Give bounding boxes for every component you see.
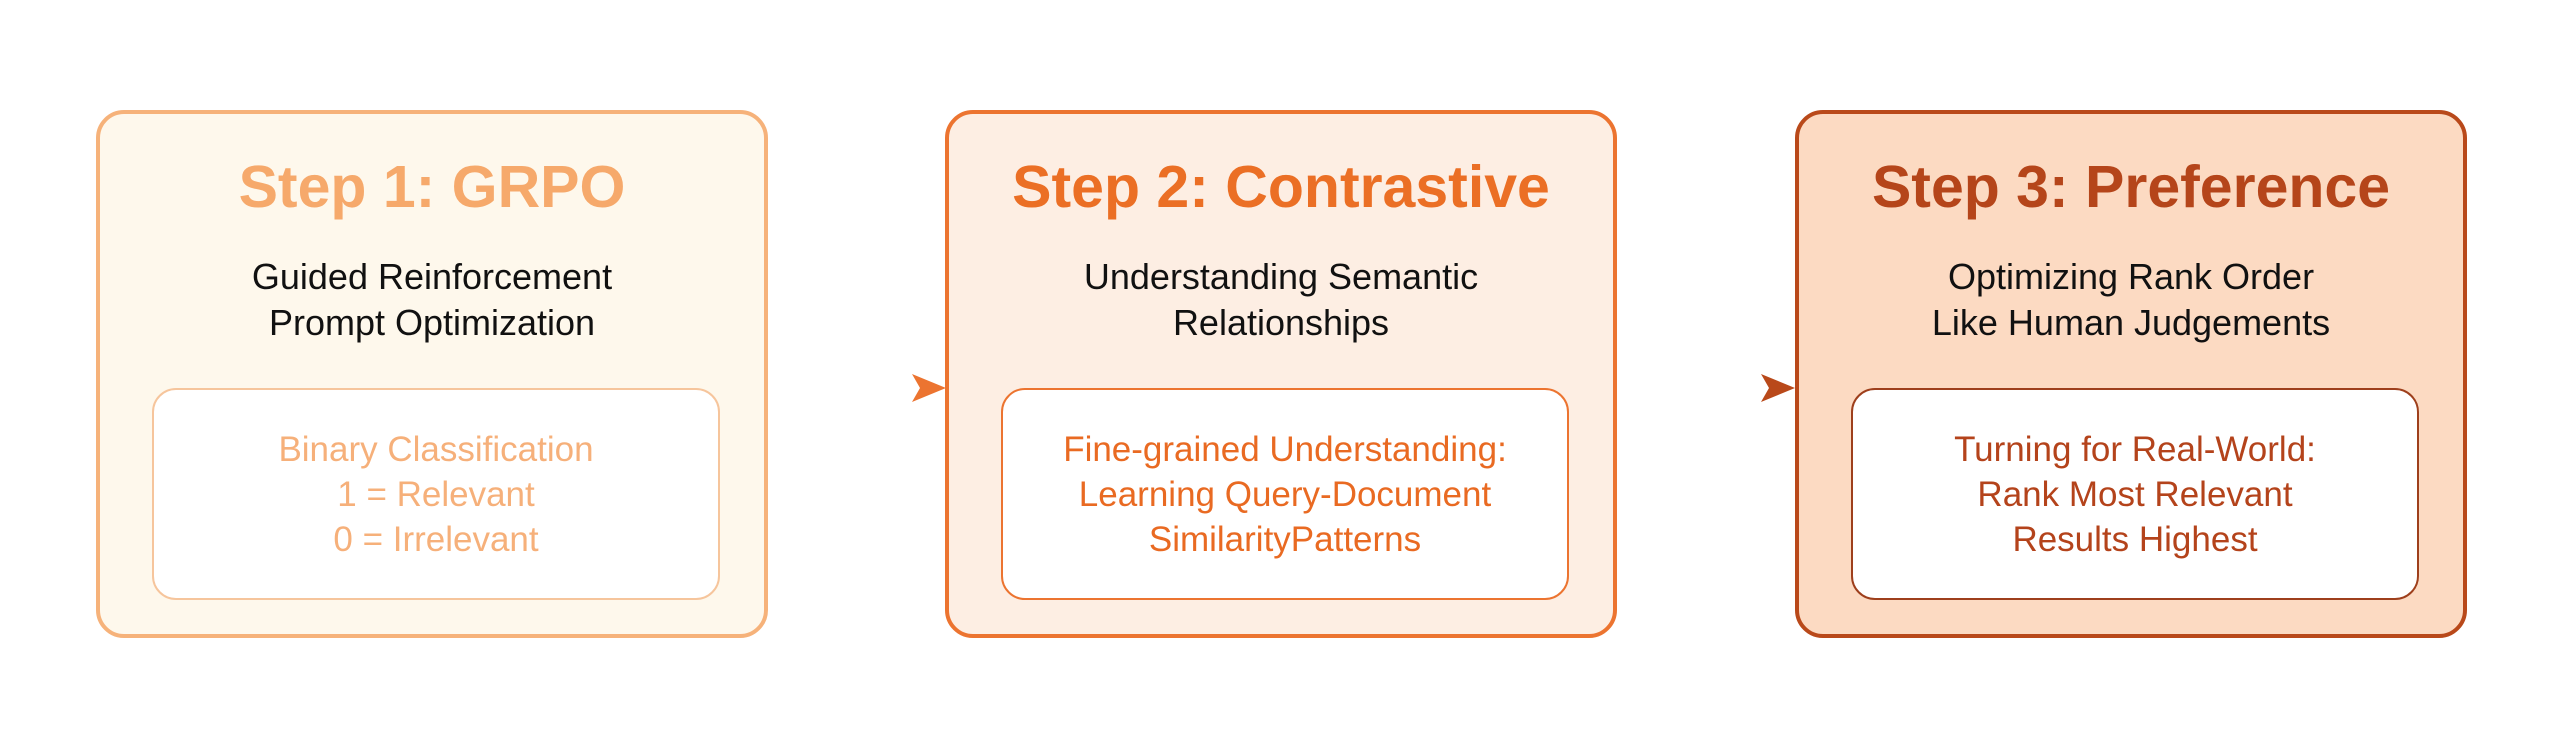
step-3-subtitle-line: Like Human Judgements <box>1931 302 2331 343</box>
step-2-detail-line: Learning Query-Document <box>1078 474 1492 514</box>
step-3-title: Step 3: Preference <box>1871 154 2391 220</box>
step-2-subtitle-line: Understanding Semantic <box>1083 256 1479 297</box>
step-2-detail-box: Fine-grained Understanding: Learning Que… <box>1001 388 1569 600</box>
step-3-detail-line: Turning for Real-World: <box>1954 429 2316 469</box>
step-3-box: Step 3: Preference Optimizing Rank Order… <box>1795 110 2467 638</box>
step-1-box: Step 1: GRPO Guided Reinforcement Prompt… <box>96 110 768 638</box>
step-3-detail-box: Turning for Real-World: Rank Most Releva… <box>1851 388 2419 600</box>
arrow-right-icon <box>770 374 946 402</box>
step-1-detail-line: Binary Classification <box>278 429 594 469</box>
step-1-subtitle-line: Prompt Optimization <box>268 302 596 343</box>
step-2-title: Step 2: Contrastive <box>1012 154 1550 220</box>
step-1-detail-line: 0 = Irrelevant <box>333 519 539 559</box>
step-1-subtitle: Guided Reinforcement Prompt Optimization <box>100 254 764 346</box>
step-2-subtitle: Understanding Semantic Relationships <box>949 254 1613 346</box>
step-2-detail-line: Fine-grained Understanding: <box>1063 429 1507 469</box>
step-1-detail-line: 1 = Relevant <box>337 474 535 514</box>
step-3-subtitle: Optimizing Rank Order Like Human Judgeme… <box>1799 254 2463 346</box>
step-2-box: Step 2: Contrastive Understanding Semant… <box>945 110 1617 638</box>
step-2-detail-line: SimilarityPatterns <box>1148 519 1422 559</box>
step-2-subtitle-line: Relationships <box>1172 302 1390 343</box>
step-1-detail-box: Binary Classification 1 = Relevant 0 = I… <box>152 388 720 600</box>
step-1-subtitle-line: Guided Reinforcement <box>251 256 613 297</box>
step-1-title: Step 1: GRPO <box>238 154 626 220</box>
step-3-detail-line: Results Highest <box>2012 519 2258 559</box>
step-3-detail-line: Rank Most Relevant <box>1977 474 2293 514</box>
step-3-subtitle-line: Optimizing Rank Order <box>1947 256 2315 297</box>
arrow-right-icon <box>1619 374 1795 402</box>
